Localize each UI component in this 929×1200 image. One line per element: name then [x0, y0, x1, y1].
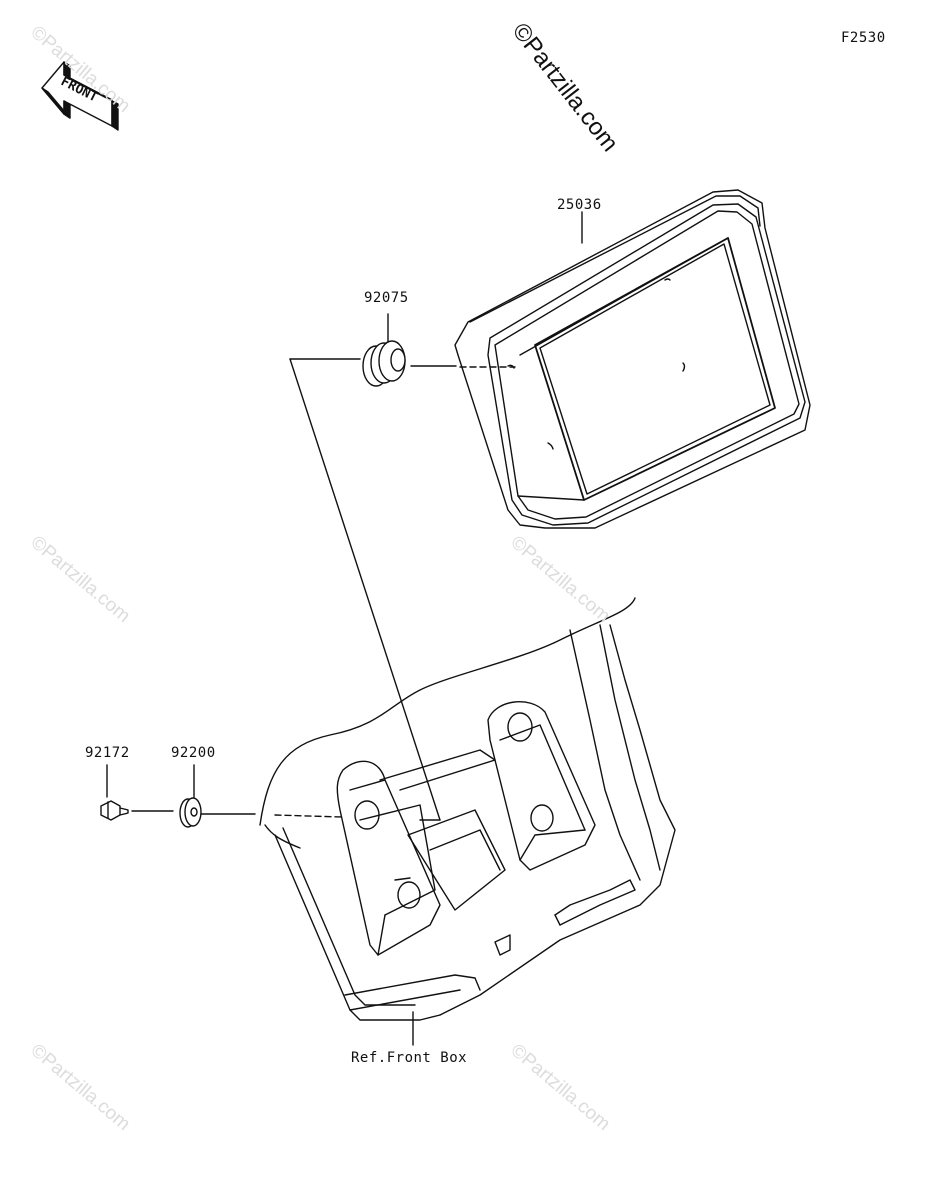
- part-number-bolt: 92172: [85, 745, 130, 761]
- display-unit: [454, 189, 811, 529]
- front-arrow-icon: FRONT: [41, 61, 119, 131]
- part-number-display: 25036: [557, 197, 602, 213]
- washer: [179, 797, 202, 828]
- bolt: [100, 800, 129, 821]
- part-number-grommet: 92075: [364, 290, 409, 306]
- diagram-code: F2530: [841, 30, 886, 46]
- grommet: [362, 340, 406, 387]
- front-box: [259, 597, 676, 1021]
- part-number-washer: 92200: [171, 745, 216, 761]
- leader-grommet-bracket: [289, 358, 441, 821]
- ref-front-box-label: Ref.Front Box: [351, 1050, 468, 1066]
